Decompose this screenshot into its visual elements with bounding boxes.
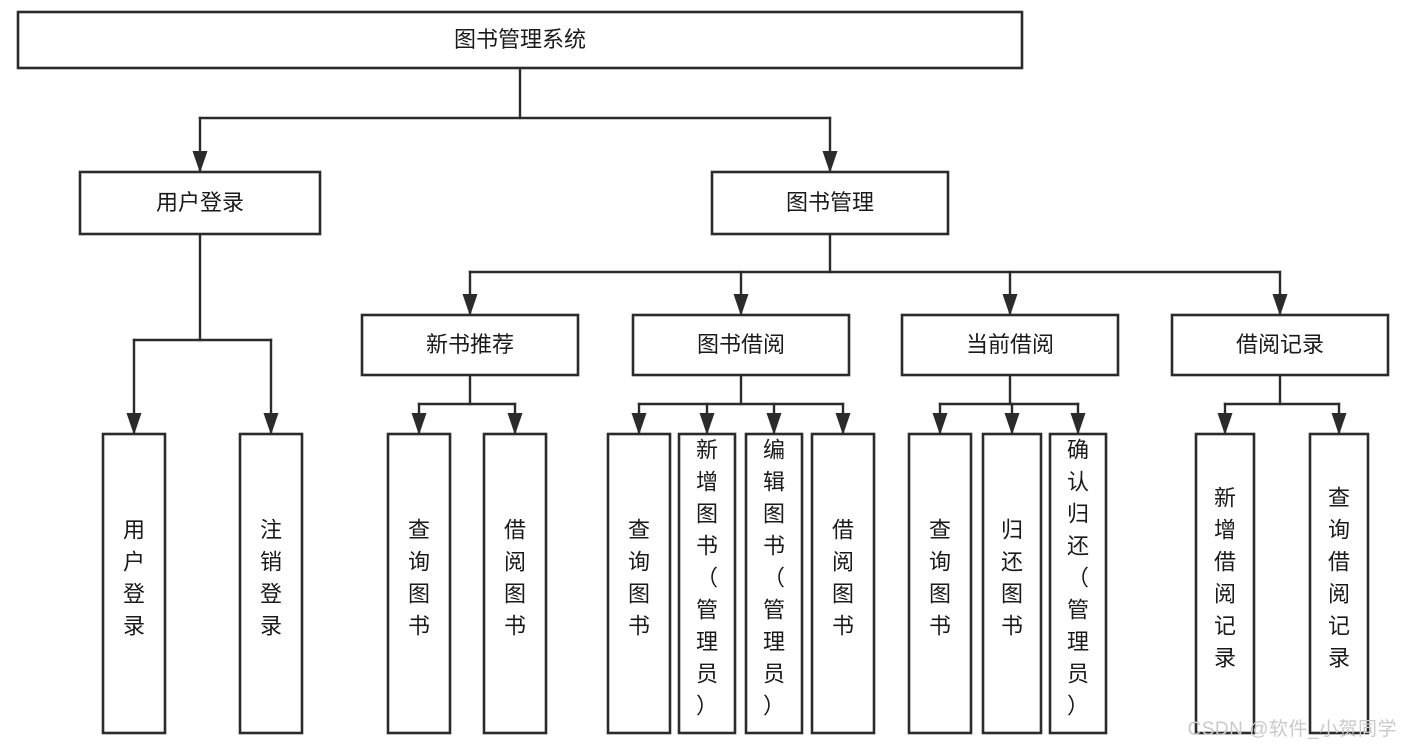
node-box-add-book-admin	[677, 432, 737, 735]
arrow-head-icon	[1217, 413, 1233, 435]
node-label-user-login: 用户登录	[156, 190, 244, 215]
edge-book-manage	[462, 232, 1288, 316]
node-query-book-1[interactable]: 查询图书	[386, 432, 452, 735]
node-box-query-book-1	[386, 432, 452, 735]
node-label-return-book: 归还图书	[1001, 518, 1023, 639]
node-query-borrow-record[interactable]: 查询借阅记录	[1308, 432, 1370, 735]
node-box-user-login-do	[101, 432, 167, 735]
arrow-head-icon	[1004, 413, 1020, 435]
arrow-head-icon	[733, 294, 749, 316]
arrow-head-icon	[507, 413, 523, 435]
node-box-root	[16, 10, 1024, 70]
arrow-head-icon	[1272, 294, 1288, 316]
node-new-book-recommend[interactable]: 新书推荐	[360, 313, 580, 377]
arrow-head-icon	[263, 413, 279, 435]
node-label-root: 图书管理系统	[454, 27, 586, 52]
node-user-logout[interactable]: 注销登录	[238, 432, 304, 735]
arrow-head-icon	[411, 413, 427, 435]
node-box-book-borrow	[631, 313, 851, 377]
node-label-current-borrow: 当前借阅	[966, 332, 1054, 357]
node-box-borrow-book-2	[810, 432, 876, 735]
node-label-borrow-book-1: 借阅图书	[504, 518, 526, 639]
node-borrow-book-1[interactable]: 借阅图书	[482, 432, 548, 735]
node-add-book-admin[interactable]: 新增图书（管理员）	[677, 432, 737, 735]
node-query-book-3[interactable]: 查询图书	[907, 432, 973, 735]
edge-current-borrow	[932, 373, 1086, 435]
arrow-head-icon	[932, 413, 948, 435]
arrow-head-icon	[766, 413, 782, 435]
node-box-query-book-2	[606, 432, 672, 735]
node-label-edit-book-admin: 编辑图书（管理员）	[763, 438, 785, 719]
node-borrow-book-2[interactable]: 借阅图书	[810, 432, 876, 735]
nodes-layer: 图书管理系统用户登录用户登录注销登录图书管理新书推荐查询图书借阅图书图书借阅查询…	[16, 10, 1390, 735]
arrow-head-icon	[1002, 294, 1018, 316]
node-query-book-2[interactable]: 查询图书	[606, 432, 672, 735]
node-label-query-borrow-record: 查询借阅记录	[1328, 486, 1350, 671]
edge-new-book-recommend	[411, 373, 523, 435]
node-user-login-do[interactable]: 用户登录	[101, 432, 167, 735]
node-box-edit-book-admin	[744, 432, 804, 735]
node-label-query-book-3: 查询图书	[929, 518, 951, 639]
node-book-manage[interactable]: 图书管理	[710, 170, 950, 236]
node-return-book[interactable]: 归还图书	[981, 432, 1043, 735]
node-label-query-book-2: 查询图书	[628, 518, 650, 639]
arrow-head-icon	[1070, 413, 1086, 435]
node-label-borrow-book-2: 借阅图书	[832, 518, 854, 639]
edges-layer	[126, 66, 1347, 435]
node-label-new-book-recommend: 新书推荐	[426, 332, 514, 357]
node-edit-book-admin[interactable]: 编辑图书（管理员）	[744, 432, 804, 735]
node-box-new-book-recommend	[360, 313, 580, 377]
node-current-borrow[interactable]: 当前借阅	[900, 313, 1120, 377]
node-box-confirm-return-admin	[1048, 432, 1108, 735]
node-label-query-book-1: 查询图书	[408, 518, 430, 639]
arrow-head-icon	[822, 151, 838, 173]
edge-user-login	[126, 232, 279, 435]
arrow-head-icon	[462, 294, 478, 316]
node-borrow-record[interactable]: 借阅记录	[1170, 313, 1390, 377]
edge-root	[192, 66, 838, 173]
node-box-book-manage	[710, 170, 950, 236]
node-label-user-logout: 注销登录	[260, 518, 282, 639]
edge-borrow-record	[1217, 373, 1347, 435]
node-label-book-manage: 图书管理	[786, 190, 874, 215]
node-label-book-borrow: 图书借阅	[697, 332, 785, 357]
node-confirm-return-admin[interactable]: 确认归还（管理员）	[1048, 432, 1108, 735]
node-box-return-book	[981, 432, 1043, 735]
edge-book-borrow	[631, 373, 851, 435]
node-box-query-book-3	[907, 432, 973, 735]
node-box-add-borrow-record	[1194, 432, 1256, 735]
node-root[interactable]: 图书管理系统	[16, 10, 1024, 70]
node-box-user-logout	[238, 432, 304, 735]
node-label-confirm-return-admin: 确认归还（管理员）	[1067, 438, 1089, 719]
node-user-login[interactable]: 用户登录	[78, 170, 322, 236]
node-label-add-book-admin: 新增图书（管理员）	[696, 438, 718, 719]
arrow-head-icon	[1331, 413, 1347, 435]
node-label-add-borrow-record: 新增借阅记录	[1214, 486, 1236, 671]
arrow-head-icon	[192, 151, 208, 173]
node-box-query-borrow-record	[1308, 432, 1370, 735]
watermark-label: CSDN @软件_小贺同学	[1187, 719, 1397, 740]
node-label-borrow-record: 借阅记录	[1236, 332, 1324, 357]
node-box-user-login	[78, 170, 322, 236]
arrow-head-icon	[835, 413, 851, 435]
arrow-head-icon	[699, 413, 715, 435]
node-label-user-login-do: 用户登录	[123, 518, 145, 639]
arrow-head-icon	[126, 413, 142, 435]
node-box-borrow-book-1	[482, 432, 548, 735]
node-book-borrow[interactable]: 图书借阅	[631, 313, 851, 377]
node-box-borrow-record	[1170, 313, 1390, 377]
node-box-current-borrow	[900, 313, 1120, 377]
arrow-head-icon	[631, 413, 647, 435]
node-add-borrow-record[interactable]: 新增借阅记录	[1194, 432, 1256, 735]
